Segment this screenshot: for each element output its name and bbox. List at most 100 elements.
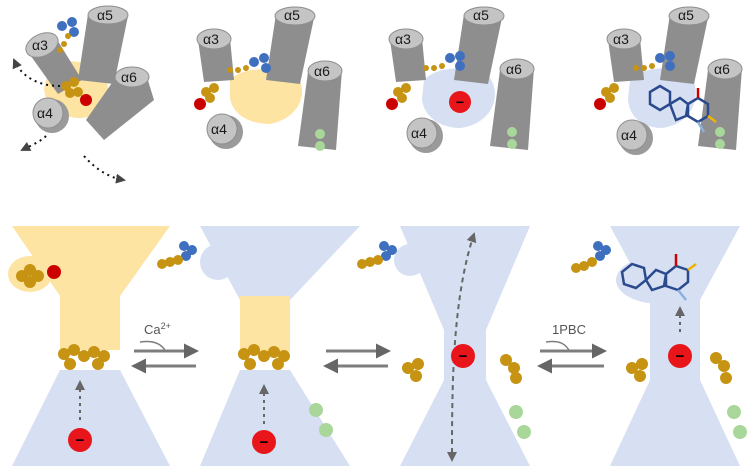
label-a5: α5 xyxy=(678,7,694,23)
lipid-pocket xyxy=(200,244,236,280)
pore-region-blue xyxy=(628,68,696,128)
label-a4: α4 xyxy=(37,105,53,121)
calcium-icon xyxy=(715,127,725,137)
calcium-icon xyxy=(715,139,725,149)
top-panel-3: α5 α3 α6 α4 − xyxy=(386,6,535,153)
label-a4: α4 xyxy=(621,127,637,143)
calcium-icon xyxy=(517,425,531,439)
calcium-icon xyxy=(507,127,517,137)
lipid-icon xyxy=(500,354,522,384)
label-a5: α5 xyxy=(284,7,300,23)
pore-channel-yellow xyxy=(240,296,290,352)
phospholipid-headgroup-icon xyxy=(423,51,465,71)
label-a5: α5 xyxy=(473,7,489,23)
calcium-icon xyxy=(315,141,325,151)
lipid-icon xyxy=(594,83,619,110)
helix-a6: α6 xyxy=(490,58,535,150)
lipid-icon xyxy=(386,83,411,110)
label-a6: α6 xyxy=(714,61,730,77)
lipid-icon xyxy=(194,83,219,110)
pore-upper-yellow xyxy=(12,226,170,350)
equilibrium-arrows-icon xyxy=(323,343,391,374)
helix-a5: α5 xyxy=(454,6,505,84)
label-a6: α6 xyxy=(121,69,137,85)
lipid-icon xyxy=(16,264,61,288)
pore-lower-blue xyxy=(200,370,350,466)
label-a3: α3 xyxy=(613,31,629,47)
gate-lipids xyxy=(58,344,110,370)
lipid-pocket xyxy=(394,244,426,276)
equilibrium-arrows-icon xyxy=(131,340,199,374)
lipid-icon xyxy=(402,358,424,382)
1pbc-molecule-icon xyxy=(620,254,697,301)
calcium-icon xyxy=(309,403,323,417)
top-panel-1: α5 α3 α6 α4 xyxy=(12,5,154,184)
svg-text:−: − xyxy=(260,434,269,451)
label-a6: α6 xyxy=(314,63,330,79)
calcium-icon xyxy=(733,425,747,439)
svg-text:−: − xyxy=(459,348,468,365)
bottom-panel-2: − xyxy=(157,226,360,466)
label-a6: α6 xyxy=(506,61,522,77)
top-panel-2: α5 α3 α6 α4 xyxy=(194,6,343,151)
ion-charge: − xyxy=(456,94,464,110)
phospholipid-headgroup-icon xyxy=(157,241,197,269)
helix-a4: α4 xyxy=(32,97,69,133)
label-a3: α3 xyxy=(32,37,48,53)
lipid-icon xyxy=(626,358,648,382)
helix-a5: α5 xyxy=(660,6,710,84)
ion-icon: − xyxy=(451,344,475,368)
calcium-icon xyxy=(319,423,333,437)
lipid-icon xyxy=(61,77,92,106)
helix-a4: α4 xyxy=(616,119,653,155)
top-panel-4: α5 α3 α6 α4 xyxy=(594,6,743,155)
pore-upper-blue xyxy=(200,226,360,300)
equilibrium-arrows-icon xyxy=(537,340,607,374)
ligand-label: 1PBC xyxy=(552,322,586,337)
label-a5: α5 xyxy=(97,7,113,23)
ion-icon: − xyxy=(449,91,471,113)
helix-a4: α4 xyxy=(206,113,243,149)
label-a4: α4 xyxy=(211,121,227,137)
calcium-icon xyxy=(507,139,517,149)
calcium-icon xyxy=(727,405,741,419)
helix-a6: α6 xyxy=(698,58,743,150)
helix-a3: α3 xyxy=(196,28,234,82)
helix-a6: α6 xyxy=(86,66,154,140)
helix-a3: α3 xyxy=(388,28,426,82)
helix-a3: α3 xyxy=(25,32,82,94)
helix-a6: α6 xyxy=(298,60,343,151)
lipid-icon xyxy=(710,352,732,384)
pore-region-yellow xyxy=(230,69,303,124)
ion-icon: − xyxy=(68,428,92,452)
label-a3: α3 xyxy=(395,31,411,47)
helix-a5: α5 xyxy=(78,5,129,84)
1pbc-molecule-icon xyxy=(648,84,717,133)
calcium-label: Ca2+ xyxy=(144,321,171,337)
bottom-panel-4: − xyxy=(571,226,747,466)
movement-arrows xyxy=(12,58,126,184)
helix-a5: α5 xyxy=(266,6,316,84)
svg-text:−: − xyxy=(76,432,85,449)
gate-lipids xyxy=(238,344,290,370)
open-ion-path xyxy=(447,232,477,462)
ion-icon: − xyxy=(668,344,692,368)
ion-icon: − xyxy=(252,430,276,454)
helix-a4: α4 xyxy=(406,117,443,153)
phospholipid-headgroup-icon xyxy=(633,51,675,71)
bottom-panel-1: − xyxy=(8,226,170,466)
svg-text:−: − xyxy=(676,348,685,365)
phospholipid-headgroup-icon xyxy=(357,241,397,269)
calcium-icon xyxy=(509,405,523,419)
helix-a3: α3 xyxy=(606,28,644,82)
bottom-panel-3: − xyxy=(357,226,531,466)
label-a3: α3 xyxy=(203,31,219,47)
label-a4: α4 xyxy=(411,125,427,141)
pore-lower-blue xyxy=(12,370,170,466)
calcium-icon xyxy=(315,129,325,139)
phospholipid-headgroup-icon xyxy=(571,241,611,273)
phospholipid-headgroup-icon xyxy=(57,17,79,53)
phospholipid-headgroup-icon xyxy=(227,53,271,73)
ligand-pocket xyxy=(616,256,704,304)
